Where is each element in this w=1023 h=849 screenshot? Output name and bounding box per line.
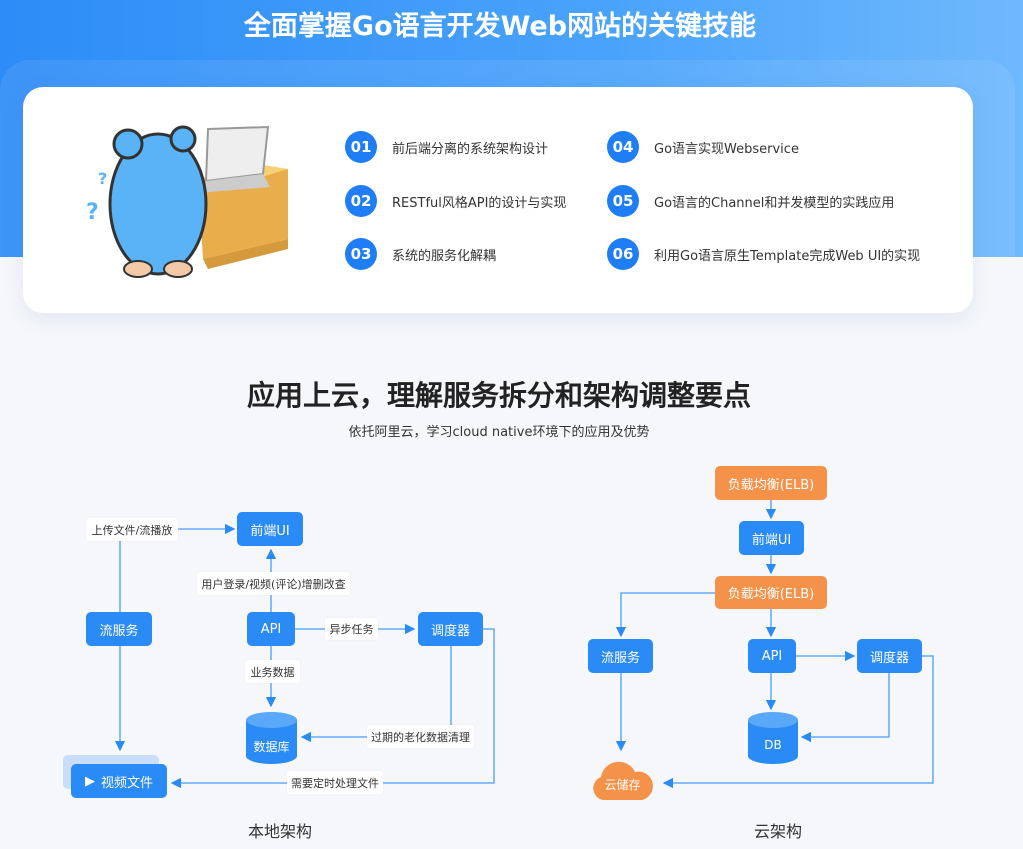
local-video-node: ▶视频文件 xyxy=(71,764,167,798)
local-api-node: API xyxy=(247,612,295,646)
cloud-elb-mid-node: 负载均衡(ELB) xyxy=(715,576,827,609)
local-caption: 本地架构 xyxy=(248,822,313,841)
svg-text:?: ? xyxy=(86,200,99,225)
async-label: 异步任务 xyxy=(325,618,378,640)
play-icon: ▶ xyxy=(84,773,95,789)
cloud-api-node: API xyxy=(748,639,796,673)
local-scheduler-node: 调度器 xyxy=(418,612,483,646)
local-stream-node: 流服务 xyxy=(86,612,152,646)
cloud-db-node: DB xyxy=(748,712,798,764)
timed-label: 需要定时处理文件 xyxy=(287,771,383,794)
cleanup-label: 过期的老化数据清理 xyxy=(367,725,474,748)
local-frontend-node: 前端UI xyxy=(237,512,303,546)
page-title: 全面掌握Go语言开发Web网站的关键技能 xyxy=(243,11,757,42)
local-db-node: 数据库 xyxy=(246,712,297,764)
section-title: 应用上云，理解服务拆分和架构调整要点 xyxy=(246,379,751,412)
biz-data-label: 业务数据 xyxy=(245,660,300,683)
cloud-caption: 云架构 xyxy=(754,822,803,841)
cloud-frontend-node: 前端UI xyxy=(739,521,804,555)
cloud-storage-node: 云储存 xyxy=(591,756,654,801)
gopher-illustration: ? ? xyxy=(86,125,288,278)
section-subtitle: 依托阿里云，学习cloud native环境下的应用及优势 xyxy=(348,425,650,440)
cloud-scheduler-node: 调度器 xyxy=(857,639,922,673)
user-ops-label: 用户登录/视频(评论)增删改查 xyxy=(197,572,350,595)
cloud-stream-node: 流服务 xyxy=(588,639,653,673)
cloud-elb-top-node: 负载均衡(ELB) xyxy=(715,466,827,500)
upload-label: 上传文件/流播放 xyxy=(86,518,178,541)
svg-text:?: ? xyxy=(98,169,107,188)
